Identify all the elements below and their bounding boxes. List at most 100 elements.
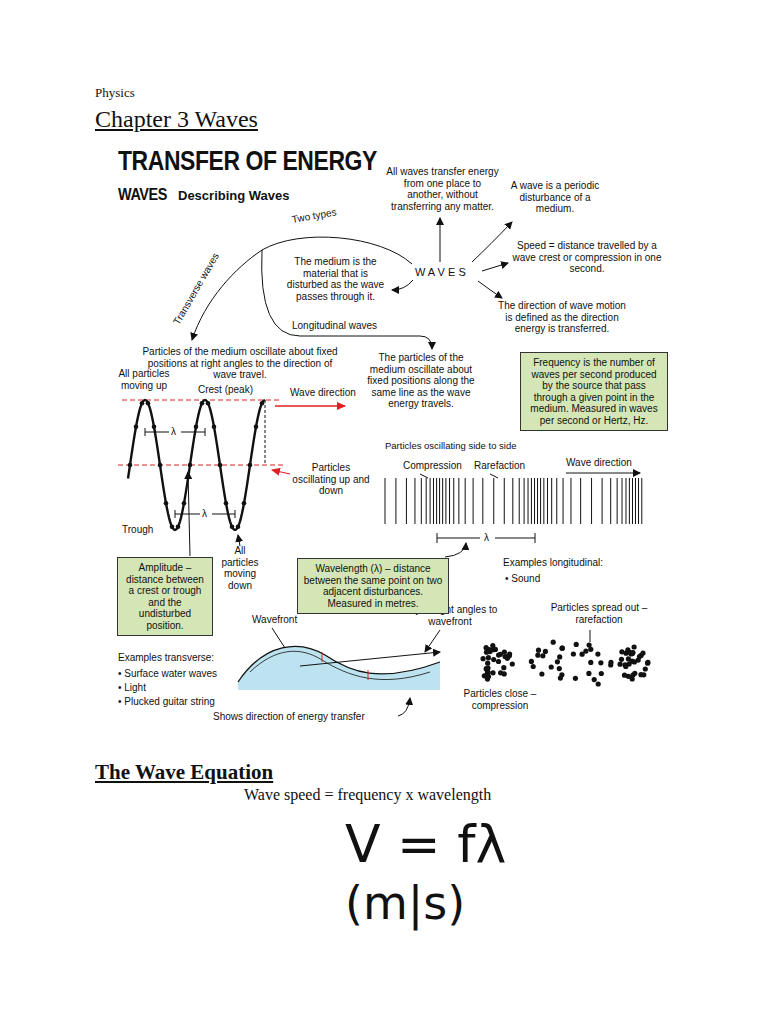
longitudinal-line bbox=[540, 478, 541, 524]
particle-dot bbox=[490, 643, 495, 648]
particle-dot bbox=[128, 463, 133, 468]
longitudinal-line bbox=[563, 478, 564, 524]
particle-dot bbox=[599, 671, 604, 676]
particle-dot bbox=[260, 401, 265, 406]
particle-dot bbox=[560, 646, 565, 651]
text-label: Two types bbox=[291, 206, 337, 225]
particle-dot bbox=[218, 463, 223, 468]
longitudinal-line bbox=[442, 478, 443, 524]
particle-dot bbox=[574, 642, 579, 647]
text-label: • Light bbox=[118, 682, 146, 694]
particle-dot bbox=[623, 651, 628, 656]
text-label: Examples longitudinal: bbox=[503, 557, 603, 569]
longitudinal-line bbox=[602, 478, 603, 524]
page-title: Chapter 3 Waves bbox=[95, 106, 258, 134]
longitudinal-line bbox=[591, 478, 592, 524]
particle-dot bbox=[558, 676, 563, 681]
text-label: Trough bbox=[122, 524, 153, 536]
transverse-wave-guides bbox=[118, 400, 345, 474]
particle-dot bbox=[242, 501, 247, 506]
particle-dot bbox=[536, 648, 541, 653]
particle-dot bbox=[583, 649, 588, 654]
particle-dot bbox=[501, 665, 506, 670]
surface-wave bbox=[238, 646, 440, 690]
particle-dot bbox=[539, 671, 544, 676]
text-label: Compression bbox=[403, 460, 462, 472]
particle-dot bbox=[645, 661, 650, 666]
longitudinal-line bbox=[433, 478, 434, 524]
longitudinal-line bbox=[414, 478, 415, 524]
longitudinal-line bbox=[445, 478, 446, 524]
particle-dot bbox=[491, 657, 496, 662]
longitudinal-line bbox=[547, 478, 548, 524]
text-label: The Wave Equation bbox=[95, 760, 273, 784]
text-label: WAVES bbox=[118, 185, 167, 205]
longitudinal-line bbox=[534, 478, 535, 524]
box-text: Amplitude – distance between a crest or … bbox=[123, 562, 207, 631]
longitudinal-line bbox=[632, 478, 633, 524]
box-text: Frequency is the number of waves per sec… bbox=[526, 357, 662, 426]
particle-dot bbox=[643, 666, 648, 671]
particle-dot bbox=[146, 401, 151, 406]
text-label: The direction of wave motion is defined … bbox=[497, 300, 627, 335]
text-label: Wavefront bbox=[252, 614, 297, 626]
particle-dot bbox=[571, 651, 576, 656]
text-label: • Surface water waves bbox=[118, 668, 217, 680]
text-label: The particles of the medium oscillate ab… bbox=[365, 352, 477, 410]
text-label: TRANSFER OF ENERGY bbox=[118, 146, 377, 177]
text-label: Transverse waves bbox=[171, 251, 221, 327]
longitudinal-line bbox=[580, 478, 581, 524]
text-label: Particles oscillating side to side bbox=[385, 441, 516, 452]
particle-dot bbox=[529, 659, 534, 664]
particle-dot bbox=[230, 525, 235, 530]
longitudinal-line bbox=[556, 478, 557, 524]
longitudinal-line bbox=[635, 478, 636, 524]
longitudinal-line bbox=[512, 478, 513, 524]
particle-dot bbox=[543, 649, 548, 654]
longitudinal-line bbox=[385, 478, 386, 524]
particle-dot bbox=[639, 653, 644, 658]
text-label: All particles moving down bbox=[215, 545, 265, 591]
particle-dot bbox=[623, 664, 628, 669]
particle-dot bbox=[248, 463, 253, 468]
text-label: All particles moving up bbox=[112, 368, 176, 391]
particle-dot bbox=[200, 401, 205, 406]
particle-dot bbox=[194, 425, 199, 430]
particle-dot bbox=[531, 664, 536, 669]
particle-dot bbox=[636, 658, 641, 663]
longitudinal-line bbox=[629, 478, 630, 524]
particle-dot bbox=[630, 651, 635, 656]
text-label: Particles spread out – rarefaction bbox=[540, 602, 658, 625]
amplitude-box: Amplitude – distance between a crest or … bbox=[117, 557, 213, 636]
particle-dot bbox=[140, 401, 145, 406]
text-label: All waves transfer energy from one place… bbox=[385, 166, 500, 212]
longitudinal-line bbox=[638, 478, 639, 524]
text-label: Physics bbox=[95, 86, 135, 101]
text-label: A wave is a periodic disturbance of a me… bbox=[505, 180, 605, 215]
longitudinal-line bbox=[493, 478, 494, 524]
text-label: Speed = distance travelled by a wave cre… bbox=[512, 240, 662, 275]
longitudinal-line bbox=[622, 478, 623, 524]
particle-dot bbox=[206, 401, 211, 406]
text-label: Longitudinal waves bbox=[292, 320, 377, 332]
longitudinal-line bbox=[531, 478, 532, 524]
particle-dot bbox=[503, 654, 508, 659]
particle-dot bbox=[555, 659, 560, 664]
text-label: Particles oscillating up and down bbox=[292, 462, 370, 497]
longitudinal-line bbox=[453, 478, 454, 524]
longitudinal-line bbox=[449, 478, 450, 524]
text-label: V = fλ bbox=[345, 818, 506, 870]
particle-dot bbox=[224, 501, 229, 506]
longitudinal-line bbox=[421, 478, 422, 524]
longitudinal-line bbox=[543, 478, 544, 524]
particle-dot bbox=[236, 525, 241, 530]
text-label: • Plucked guitar string bbox=[118, 696, 215, 708]
text-label: The medium is the material that is distu… bbox=[283, 256, 388, 302]
text-label: Particles of the medium oscillate about … bbox=[140, 346, 340, 381]
particle-dot bbox=[587, 643, 592, 648]
longitudinal-line bbox=[570, 478, 571, 524]
longitudinal-line bbox=[519, 478, 520, 524]
particle-dot bbox=[557, 666, 562, 671]
text-label: W A V E S bbox=[415, 266, 466, 279]
text-label: • Sound bbox=[505, 573, 540, 585]
